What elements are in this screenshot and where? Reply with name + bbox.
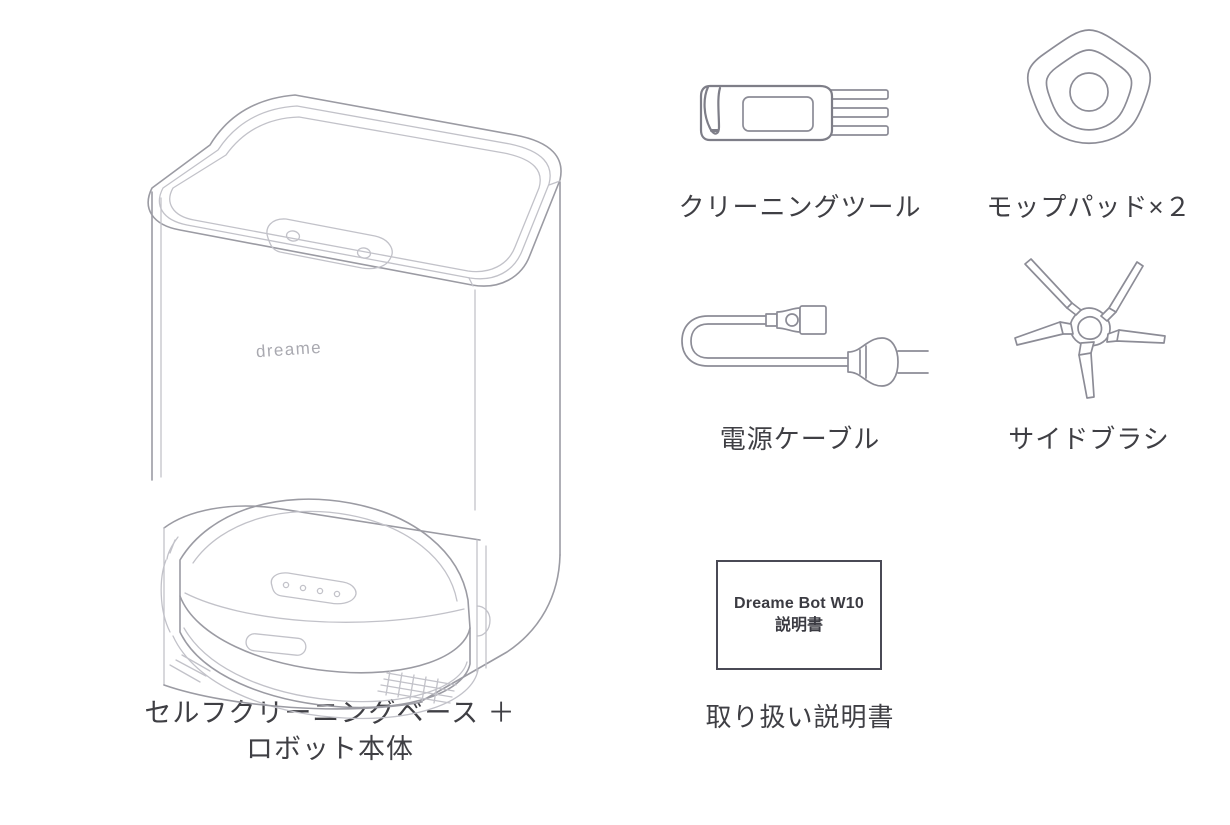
caption-power-cable: 電源ケーブル (719, 424, 881, 454)
power-cable-svg (681, 305, 929, 387)
item-user-manual: Dreame Bot W10 説明書 取り扱い説明書 (652, 560, 948, 734)
caption-side-brush: サイドブラシ (1008, 424, 1170, 454)
item-cleaning-tool: クリーニングツール (652, 72, 948, 224)
side-brush-illustration (1009, 252, 1169, 402)
booklet-title: Dreame Bot W10 (734, 595, 864, 613)
mop-pad-illustration (1014, 20, 1164, 168)
booklet-subtitle: 説明書 (774, 617, 823, 634)
mop-pad-svg (1026, 29, 1152, 145)
base-station-svg (147, 94, 562, 720)
cleaning-tool-svg (699, 84, 889, 142)
side-brush-svg (1014, 258, 1166, 399)
item-power-cable: 電源ケーブル (652, 296, 948, 456)
item-self-cleaning-base-robot: dreame セルフクリーニングベース ＋ ロボット本体 (40, 40, 620, 767)
caption-user-manual: 取り扱い説明書 (705, 702, 895, 732)
power-cable-illustration (670, 296, 930, 396)
item-side-brush: サイドブラシ (948, 252, 1230, 456)
manual-booklet-cover: Dreame Bot W10 説明書 (716, 560, 882, 670)
caption-cleaning-tool: クリーニングツール (678, 192, 922, 222)
base-station-with-robot-illustration: dreame (60, 40, 600, 720)
manual-booklet-illustration: Dreame Bot W10 説明書 (716, 560, 884, 672)
caption-mop-pad: モップパッド×２ (986, 192, 1192, 222)
cleaning-tool-illustration (670, 72, 930, 168)
item-mop-pad: モップパッド×２ (948, 20, 1230, 224)
